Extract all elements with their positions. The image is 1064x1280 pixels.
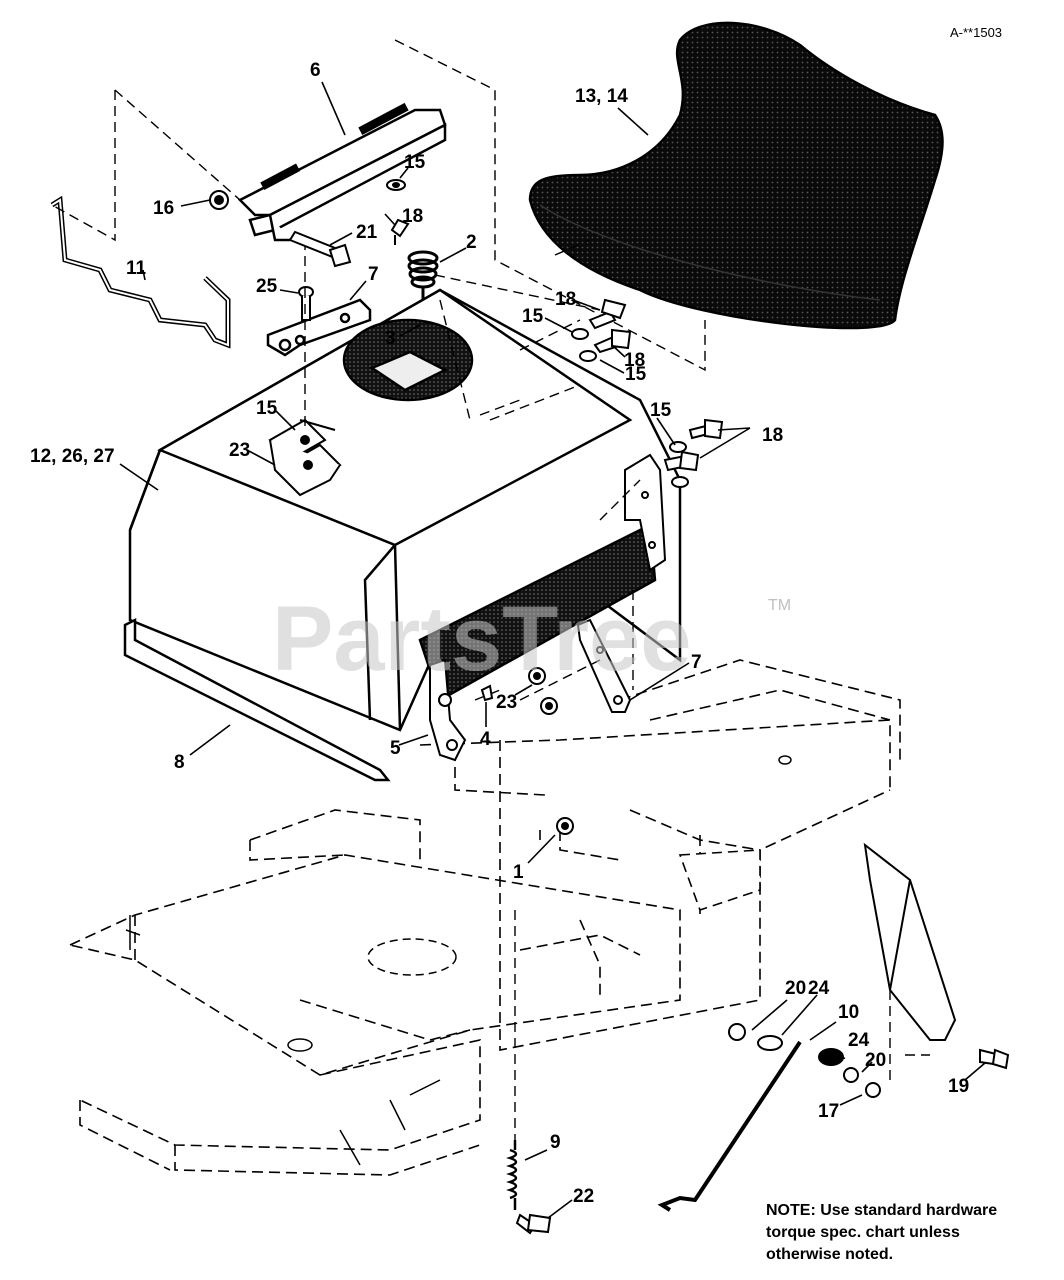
callout-label: 6 xyxy=(310,60,321,81)
pivot-plate-lower xyxy=(576,618,632,713)
pivot-plate-top xyxy=(266,298,372,357)
callout-label: 18 xyxy=(402,206,423,227)
callout-label: 9 xyxy=(550,1132,561,1153)
callout-label: 2 xyxy=(466,232,477,253)
hardware-bolts xyxy=(288,218,1010,1235)
note-line: otherwise noted. xyxy=(766,1246,894,1263)
assembly-lines xyxy=(51,39,930,1140)
callout-label: 24 xyxy=(808,978,830,999)
side-bracket-right xyxy=(624,453,667,572)
callout-label: 15 xyxy=(404,152,426,173)
callout-label: 20 xyxy=(865,1050,886,1071)
seat-pan-bracket xyxy=(237,102,447,242)
callout-labels: 6 15 16 18 21 11 2 25 7 3 13, 14 18 15 1… xyxy=(30,60,969,1207)
callout-label: 4 xyxy=(480,729,491,750)
chassis-frame xyxy=(67,659,901,1176)
callout-label: 25 xyxy=(256,276,278,297)
watermark: PartsTree xyxy=(272,588,691,690)
callout-label: 16 xyxy=(153,198,174,219)
pad-hardware xyxy=(300,435,313,470)
tension-spring xyxy=(506,1140,518,1210)
callout-label: 15 xyxy=(625,364,647,385)
callout-label: 3 xyxy=(385,328,396,349)
fender-trim xyxy=(123,617,391,782)
side-panel xyxy=(863,842,957,1041)
control-rod xyxy=(657,1040,802,1212)
reference-code: A-**1503 xyxy=(950,25,1002,40)
latch-assembly xyxy=(429,658,467,762)
callout-label: 5 xyxy=(390,738,401,759)
callout-label: 18 xyxy=(555,289,576,310)
torque-note: NOTE: Use standard hardware torque spec.… xyxy=(766,1200,1056,1266)
callout-label: 15 xyxy=(256,398,278,419)
hardware-nuts-washers xyxy=(209,179,881,1098)
seat-cushion xyxy=(528,21,944,330)
watermark-trademark: TM xyxy=(768,597,791,614)
frame-details xyxy=(125,755,792,1166)
callout-label: 12, 26, 27 xyxy=(30,446,115,467)
seat-spring xyxy=(407,250,439,305)
callout-label: 18 xyxy=(624,350,645,371)
callout-label: 15 xyxy=(650,400,672,421)
callout-label: 24 xyxy=(848,1030,870,1051)
note-line: torque spec. chart unless xyxy=(766,1224,960,1241)
note-line: NOTE: Use standard hardware xyxy=(766,1202,998,1219)
callout-label: 7 xyxy=(691,652,702,673)
seat-spring-rod-inner xyxy=(51,198,229,347)
carriage-bolt xyxy=(298,286,314,321)
callout-label: 23 xyxy=(229,440,250,461)
callout-label: 15 xyxy=(522,306,544,327)
callout-label: 22 xyxy=(573,1186,594,1207)
side-panel-detail xyxy=(678,849,761,912)
callout-label: 11 xyxy=(126,258,147,279)
callout-label: 1 xyxy=(513,862,524,883)
callout-label: 7 xyxy=(368,264,379,285)
callout-label: 10 xyxy=(838,1002,859,1023)
callout-label: 19 xyxy=(948,1076,969,1097)
callout-leaders xyxy=(119,81,986,1219)
callout-label: 20 xyxy=(785,978,806,999)
callout-label: 21 xyxy=(356,222,378,243)
callout-label: 18 xyxy=(762,425,783,446)
callout-label: 23 xyxy=(496,692,517,713)
callout-label: 17 xyxy=(818,1101,839,1122)
callout-label: 8 xyxy=(174,752,185,773)
callout-label: 13, 14 xyxy=(575,86,628,107)
